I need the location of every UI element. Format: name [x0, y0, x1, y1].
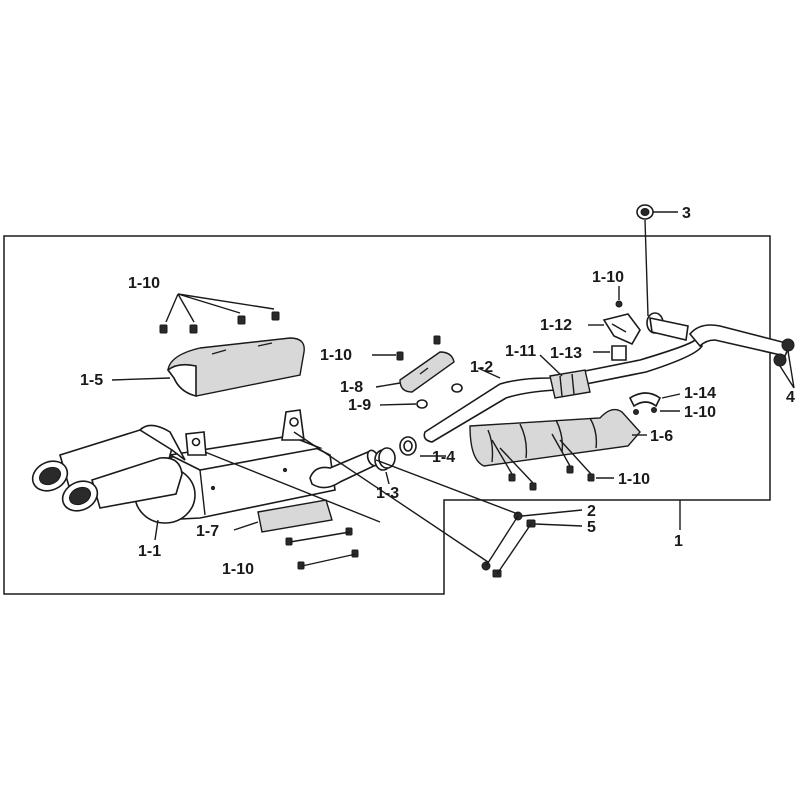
label-4: 4: [786, 389, 795, 406]
bolt-icon: [351, 549, 359, 558]
label-1-10-right: 1-10: [684, 404, 716, 421]
label-1-9: 1-9: [348, 397, 371, 414]
nut-icon: [633, 409, 639, 415]
bolt-icon: [587, 473, 595, 482]
label-5: 5: [587, 519, 596, 536]
label-1-5: 1-5: [80, 372, 103, 389]
label-1-10-upper-right: 1-10: [592, 269, 624, 286]
bolt-icon: [433, 335, 441, 345]
label-3: 3: [682, 205, 691, 222]
heat-shield-1-8: [399, 351, 455, 393]
leader-1-10-top: [165, 293, 275, 323]
nut-icon: [451, 383, 463, 393]
muffler: [31, 409, 380, 524]
label-leaders: [111, 286, 681, 541]
label-1-2: 1-2: [470, 359, 493, 376]
bolt-icon: [159, 324, 168, 334]
label-1-8: 1-8: [340, 379, 363, 396]
label-1-7: 1-7: [196, 523, 219, 540]
bolt-icon: [566, 465, 574, 474]
leader-1-10-shield: [491, 433, 592, 484]
label-1-12: 1-12: [540, 317, 572, 334]
bolt-icon: [237, 315, 246, 325]
heat-shield-1-5: [166, 337, 305, 398]
nut-icon: [636, 204, 654, 220]
bolt-icon: [526, 519, 536, 528]
bracket-1-12: [602, 313, 641, 346]
bracket-1-13: [611, 345, 627, 361]
label-1-11: 1-11: [505, 343, 536, 360]
assembly-frame: [3, 235, 771, 595]
label-1-10-mid: 1-10: [320, 347, 352, 364]
bolt-icon: [529, 482, 537, 491]
label-1-14: 1-14: [684, 385, 716, 402]
heat-shield-1-7: [257, 499, 333, 533]
front-pipe-1-2: [423, 312, 792, 443]
bolt-icon: [271, 311, 280, 321]
leader-3-down: [644, 219, 649, 317]
clamp-1-14: [628, 392, 662, 408]
nut-icon: [781, 338, 795, 352]
bolt-icon: [396, 351, 404, 361]
nut-icon: [773, 353, 787, 367]
leader-1-10-lower: [289, 531, 357, 567]
label-1-10-shield: 1-10: [618, 471, 650, 488]
leader-mount-lines: [204, 431, 519, 563]
gasket-1-4: [399, 436, 417, 456]
label-1-13: 1-13: [550, 345, 582, 362]
heat-shield-1-6: [469, 408, 641, 467]
leader-4: [779, 350, 795, 389]
label-1-6: 1-6: [650, 428, 673, 445]
label-1-3: 1-3: [376, 485, 399, 502]
nut-icon: [651, 407, 657, 413]
leader-2-5: [485, 509, 583, 575]
label-1-1: 1-1: [138, 543, 161, 560]
bolt-icon: [189, 324, 198, 334]
label-1: 1: [674, 533, 683, 550]
bolt-icon: [508, 473, 516, 482]
nut-icon: [615, 300, 623, 308]
label-1-10-top: 1-10: [128, 275, 160, 292]
label-1-4: 1-4: [432, 449, 455, 466]
label-2: 2: [587, 503, 596, 520]
nut-icon: [416, 399, 428, 409]
label-1-10-bottom: 1-10: [222, 561, 254, 578]
